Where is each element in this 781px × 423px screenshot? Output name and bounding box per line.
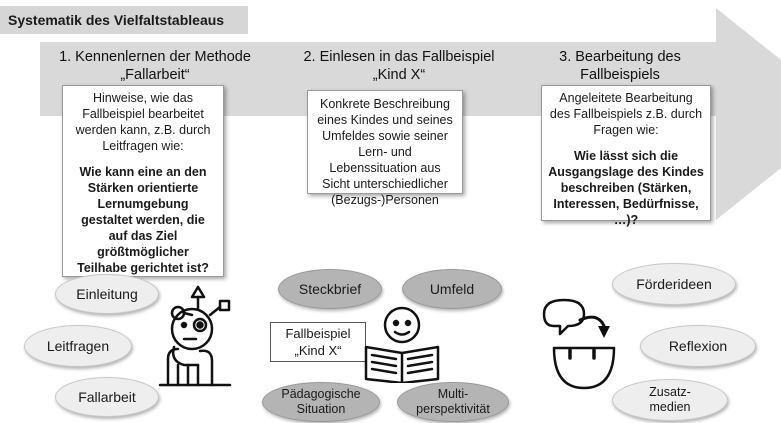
oval-einleitung: Einleitung — [55, 274, 159, 314]
step-2-box: Konkrete Beschreibung eines Kindes und s… — [307, 90, 463, 207]
oval-paedagogische-situation: Pädagogische Situation — [262, 382, 380, 422]
step-3-box: Angeleitete Bearbeitung des Fallbeispiel… — [541, 85, 711, 227]
oval-leitfragen: Leitfragen — [24, 325, 132, 367]
step-2-box-text: Konkrete Beschreibung eines Kindes und s… — [317, 97, 453, 207]
oval-fallarbeit: Fallarbeit — [55, 377, 159, 417]
case-label-box: Fallbeispiel „Kind X“ — [270, 322, 366, 362]
step-2-heading: 2. Einlesen in das Fallbeispiel „Kind X“ — [303, 49, 495, 83]
step-3-box-question: Wie lässt sich die Ausgangslage des Kind… — [548, 149, 704, 227]
reading-person-icon — [364, 306, 440, 383]
oval-zusatzmedien: Zusatz-medien — [612, 379, 728, 421]
oval-foerderideen: Förderideen — [612, 263, 736, 305]
step-3-box-text: Angeleitete Bearbeitung des Fallbeispiel… — [549, 91, 703, 137]
step-1-box-text: Hinweise, wie das Fallbeispiel bearbeite… — [75, 91, 211, 153]
diagram-title: Systematik des Vielfaltstableaus — [0, 6, 248, 34]
step-1-box-question: Wie kann eine an den Stärken orientierte… — [77, 165, 209, 275]
oval-umfeld: Umfeld — [402, 269, 502, 309]
oval-reflexion: Reflexion — [640, 325, 756, 367]
step-3-heading: 3. Bearbeitung des Fallbeispiels — [559, 49, 681, 83]
oval-steckbrief: Steckbrief — [278, 269, 382, 309]
thinking-head-icon — [542, 298, 616, 390]
thinking-person-icon — [158, 285, 232, 387]
step-1-box: Hinweise, wie das Fallbeispiel bearbeite… — [62, 85, 224, 277]
oval-multiperspektivitaet: Multi-perspektivität — [397, 382, 509, 422]
step-1-heading: 1. Kennenlernen der Methode „Fallarbeit“ — [59, 49, 251, 83]
